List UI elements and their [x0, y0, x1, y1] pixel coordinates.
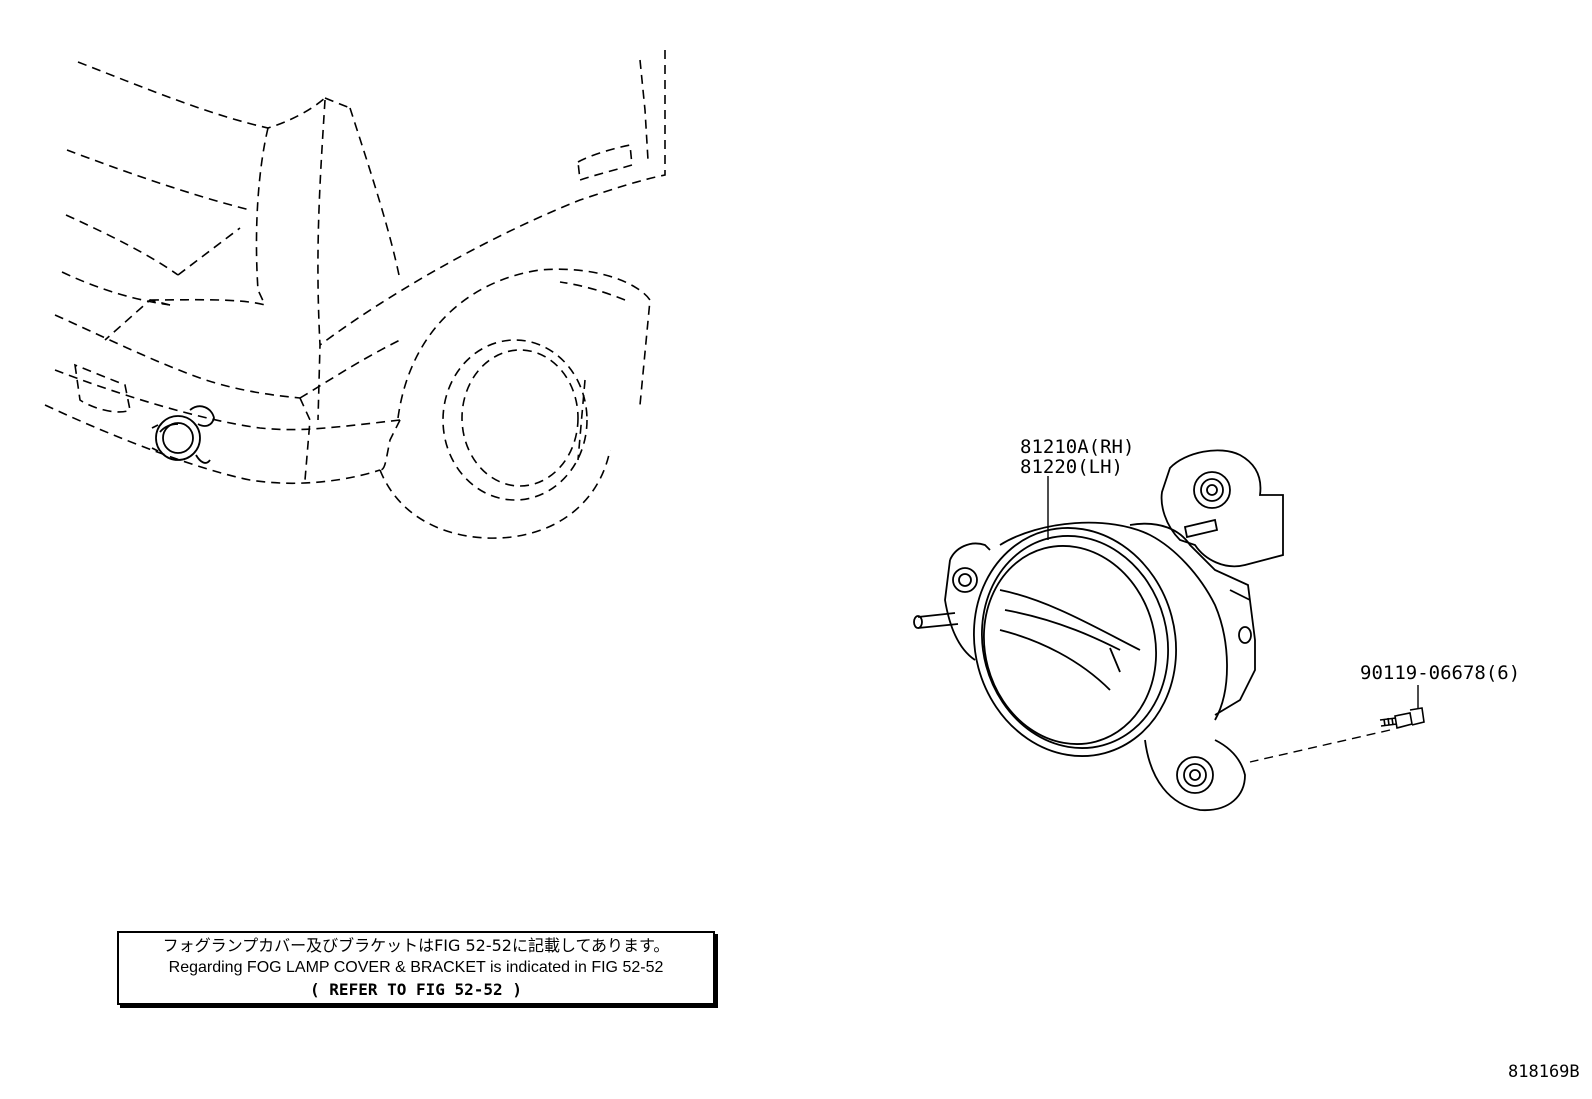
- note-japanese: フォグランプカバー及びブラケットはFIG 52-52に記載してあります。: [162, 936, 670, 955]
- fog-lamp-assembly: [913, 449, 1284, 811]
- vehicle-outline: [44, 50, 666, 539]
- part-number-81210a-rh: 81210A(RH): [1020, 436, 1135, 458]
- illustration-id: 818169B: [1508, 1062, 1580, 1082]
- part-number-81220-lh: 81220(LH): [1020, 456, 1123, 478]
- leader-lines: [1047, 476, 1419, 763]
- part-number-screw: 90119-06678(6): [1360, 662, 1521, 684]
- note-refer: ( REFER TO FIG 52-52 ): [310, 980, 522, 999]
- screw-icon: [1379, 707, 1425, 729]
- note-english: Regarding FOG LAMP COVER & BRACKET is in…: [168, 959, 664, 976]
- fog-lamp-on-vehicle: [151, 405, 215, 464]
- reference-note-box: フォグランプカバー及びブラケットはFIG 52-52に記載してあります。 Reg…: [117, 931, 715, 1005]
